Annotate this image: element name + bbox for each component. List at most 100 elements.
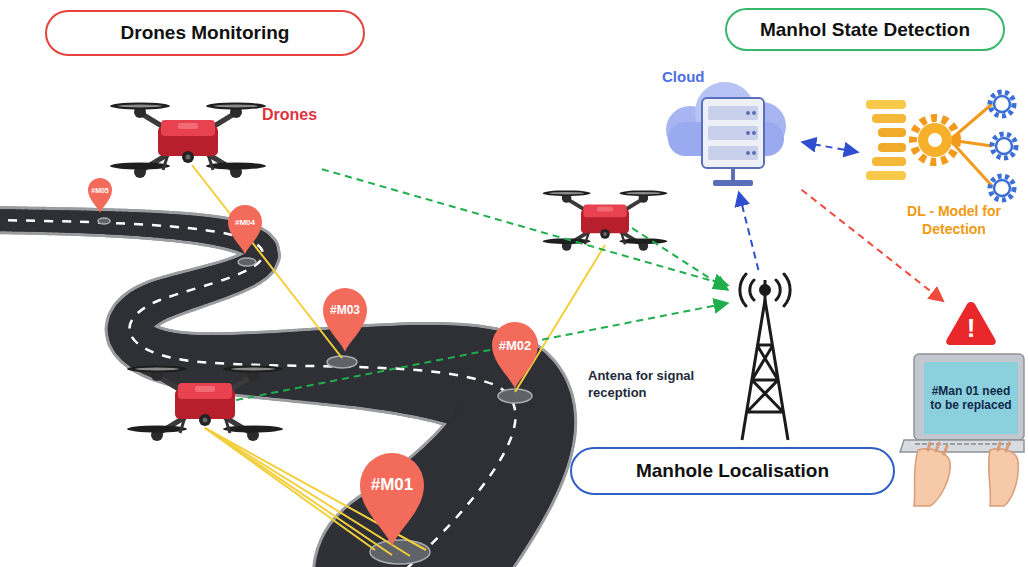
drone-group: Drones [120,90,320,190]
dl-model-icon [994,96,1010,112]
cloud-server [708,146,758,160]
dl-model-icon [872,157,906,166]
road-center-line [0,220,516,567]
manhole-cover [98,218,532,564]
cloud-server [752,131,756,135]
dl-model-icon [872,114,906,123]
dl-model-icon [990,92,1014,116]
marker-shape [228,205,262,254]
dl-model-icon [918,123,952,157]
dl-model-icon [866,100,906,109]
section-title: Manhol State Detection [742,19,988,41]
road [0,220,516,567]
drone-figure [127,366,283,442]
dl-model-icon [913,118,957,162]
marker-shape [492,322,538,389]
warning-mark: ! [967,315,976,346]
antenna-tower [761,286,770,295]
signal-connector [322,169,728,285]
hands [914,449,950,506]
section-title-pill: Manhol State Detection [725,8,1005,51]
marker-shape [88,178,112,213]
antenna-label: Antena for signal reception [588,368,716,402]
marker-outline [492,322,538,389]
location-marker: #M04 [228,205,262,254]
dl-model-icon [866,92,1016,200]
signal-connector [739,192,759,270]
antenna-tower [740,274,790,440]
signal-connector [802,142,858,152]
marker-outline [323,288,367,352]
dl-model-icon [990,176,1014,200]
section-title-pill: Drones Monitoring [45,10,365,56]
laptop [914,354,1024,440]
dl-model-icon [990,92,1016,200]
road-edge [0,220,516,567]
antenna-tower [742,300,788,440]
marker-outline [228,205,262,254]
manhole-cover [370,540,430,564]
marker-shape [323,288,367,352]
cloud-node: Cloud [645,65,800,190]
warning-outline [946,302,996,345]
cloud-server [666,82,786,186]
camera-beam [205,428,426,550]
cloud-server [746,131,750,135]
dl-model-icon [928,133,942,147]
antenna-node: Antena for signal reception [730,272,800,320]
marker-shape [360,453,424,546]
dl-model-icon [866,171,906,180]
drone-label: Drones [262,106,320,124]
cloud-server [708,106,758,120]
drone-figure [110,103,266,179]
signal-link [236,303,728,400]
dl-model-node: DL - Model for Detection [860,85,1022,250]
hands [914,443,1018,506]
location-marker: #M03 [323,288,367,352]
location-marker: #M02 [492,322,538,389]
location-marker: #M05 [88,178,112,213]
cloud-server [752,111,756,115]
manhole-cover [238,258,256,266]
dl-model-icon [992,134,1016,158]
antenna-tower [740,274,790,306]
connector-layer [322,142,944,301]
marker-outline [360,453,424,546]
section-title: Manhole Localisation [618,460,847,482]
hands [928,443,1009,454]
section-title-pill: Manhole Localisation [570,447,895,495]
dl-model-icon [878,143,906,152]
cloud-server [713,180,753,186]
dl-model-icon [994,180,1010,196]
manhole-id: #M01 [360,453,424,517]
laptop-screen: #Man 01 need to be replaced [924,362,1018,434]
cloud-server [731,168,735,181]
drone-figure [110,103,667,442]
manhole-id: #M04 [228,205,262,239]
signal-link [632,228,728,290]
hands [989,449,1019,506]
manhole-id: #M02 [492,322,538,368]
camera-beam [192,165,342,358]
location-marker: #M01 [360,453,424,546]
cloud-label: Cloud [662,68,722,85]
laptop [900,354,1024,452]
manhole-id: #M03 [323,288,367,332]
model-label: DL - Model for Detection [888,203,1020,238]
camera-beam [192,165,605,556]
marker-outline [88,178,112,213]
cloud-server [708,126,758,140]
cloud-server [746,151,750,155]
dl-model-icon [996,138,1012,154]
dl-model-icon [878,128,906,137]
manhole-id: #M05 [88,178,112,202]
section-title: Drones Monitoring [103,22,308,44]
alert-message: #Man 01 need to be replaced [927,384,1015,413]
cloud-server [746,111,750,115]
manhole-cover [98,218,110,224]
drone-figure [543,190,668,250]
cloud-server [702,98,764,168]
warning-sign: ! [945,300,997,346]
